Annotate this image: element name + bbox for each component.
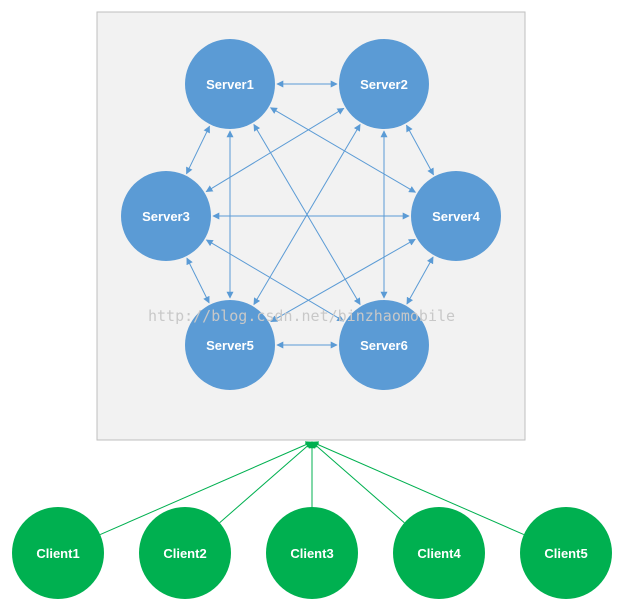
server-node[interactable]: Server2 bbox=[339, 39, 429, 129]
client-link-c2 bbox=[219, 441, 313, 524]
client-node[interactable]: Client4 bbox=[393, 507, 485, 599]
server-label: Server2 bbox=[360, 77, 408, 92]
server-circle bbox=[339, 39, 429, 129]
client-node[interactable]: Client2 bbox=[139, 507, 231, 599]
client-link-c4 bbox=[311, 441, 405, 524]
server-label: Server6 bbox=[360, 338, 408, 353]
client-node[interactable]: Client1 bbox=[12, 507, 104, 599]
server-circle bbox=[339, 300, 429, 390]
client-label: Client5 bbox=[544, 546, 587, 561]
server-label: Server1 bbox=[206, 77, 254, 92]
client-label: Client1 bbox=[36, 546, 79, 561]
server-label: Server5 bbox=[206, 338, 254, 353]
client-label: Client2 bbox=[163, 546, 206, 561]
client-circle bbox=[139, 507, 231, 599]
server-link-s4-s6 bbox=[406, 256, 434, 305]
client-circle bbox=[520, 507, 612, 599]
client-link-c5 bbox=[311, 441, 525, 536]
client-circle bbox=[393, 507, 485, 599]
client-circle bbox=[12, 507, 104, 599]
server-node[interactable]: Server6 bbox=[339, 300, 429, 390]
client-node[interactable]: Client5 bbox=[520, 507, 612, 599]
server-circle bbox=[121, 171, 211, 261]
client-label: Client3 bbox=[290, 546, 333, 561]
client-nodes: Client1 Client2 Client3 Client4 Client5 bbox=[12, 507, 612, 599]
server-links bbox=[186, 80, 434, 349]
watermark-text: http://blog.csdn.net/binzhaomobile bbox=[148, 307, 455, 325]
server-link-s3-s5 bbox=[186, 257, 210, 304]
server-link-s4-s5 bbox=[270, 238, 416, 323]
server-circle bbox=[411, 171, 501, 261]
server-node[interactable]: Server4 bbox=[411, 171, 501, 261]
client-label: Client4 bbox=[417, 546, 461, 561]
server-nodes: Server1 Server2 Server3 Server4 Server5 … bbox=[121, 39, 501, 390]
server-circle bbox=[185, 300, 275, 390]
server-label: Server3 bbox=[142, 209, 190, 224]
server-node[interactable]: Server5 bbox=[185, 300, 275, 390]
client-circle bbox=[266, 507, 358, 599]
server-link-s2-s4 bbox=[406, 124, 434, 176]
server-label: Server4 bbox=[432, 209, 480, 224]
client-links bbox=[99, 441, 525, 536]
server-node[interactable]: Server1 bbox=[185, 39, 275, 129]
client-node[interactable]: Client3 bbox=[266, 507, 358, 599]
server-circle bbox=[185, 39, 275, 129]
client-link-c1 bbox=[99, 441, 313, 536]
server-node[interactable]: Server3 bbox=[121, 171, 211, 261]
